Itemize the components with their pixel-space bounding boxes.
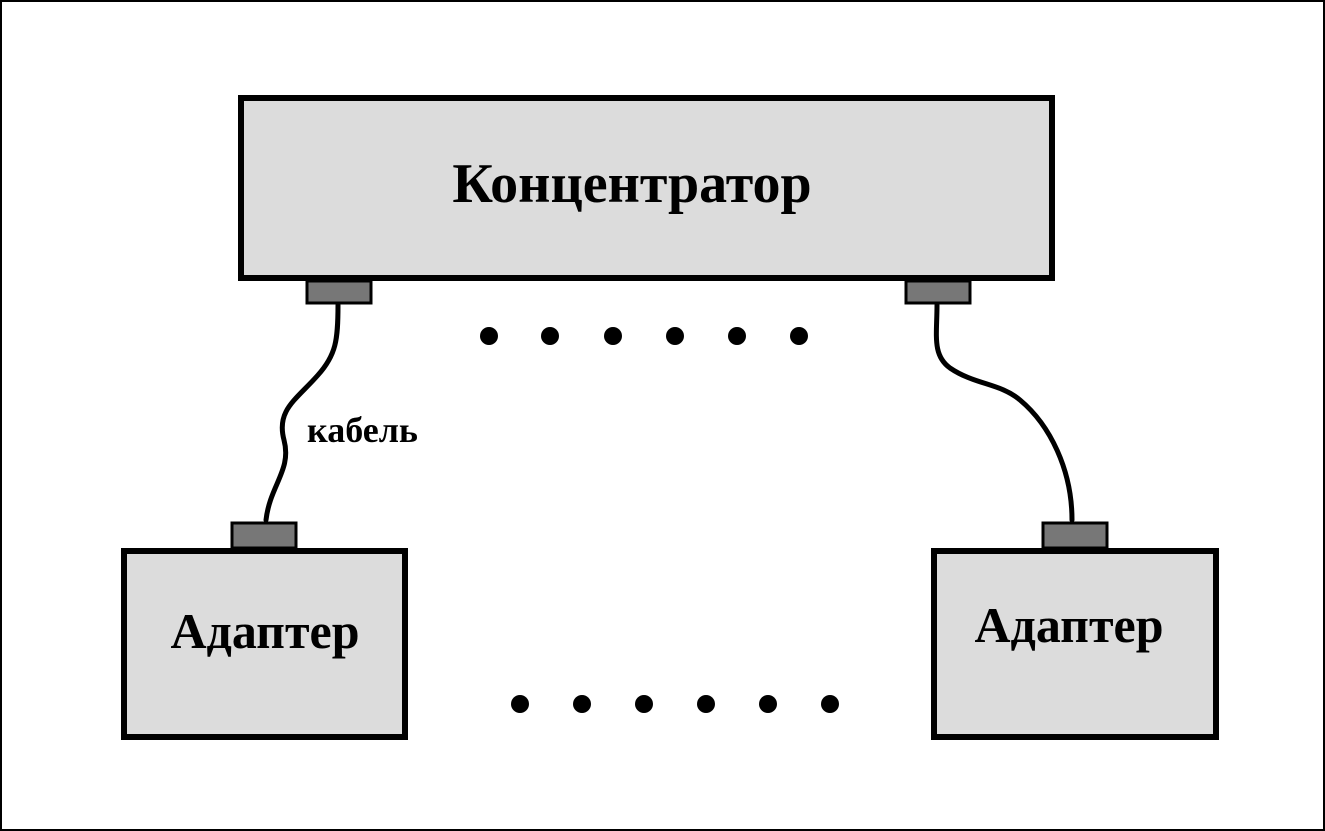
adapter-label-right: Адаптер bbox=[974, 597, 1163, 653]
ellipsis-dot bbox=[480, 327, 498, 345]
ellipsis-dot bbox=[666, 327, 684, 345]
hub-box bbox=[238, 95, 1055, 281]
adapter-port-right bbox=[1041, 521, 1109, 550]
cable-right bbox=[933, 302, 1075, 523]
ellipsis-dot bbox=[573, 695, 591, 713]
adapter-box-right bbox=[931, 548, 1219, 740]
adapter-box-left bbox=[121, 548, 408, 740]
ellipsis-dot bbox=[604, 327, 622, 345]
ellipsis-dot bbox=[635, 695, 653, 713]
adapter-node-right: Адаптер bbox=[931, 521, 1219, 740]
hub-port-left bbox=[305, 279, 373, 305]
cable-label: кабель bbox=[307, 410, 418, 450]
adapter-port-left bbox=[230, 521, 298, 550]
hub-ports-ellipsis bbox=[480, 327, 808, 345]
ellipsis-dot bbox=[511, 695, 529, 713]
ellipsis-dot bbox=[790, 327, 808, 345]
hub-port-right bbox=[904, 279, 972, 305]
hub-label: Концентратор bbox=[452, 153, 811, 215]
adapters-ellipsis bbox=[511, 695, 839, 713]
ellipsis-dot bbox=[821, 695, 839, 713]
adapter-node-left: Адаптер bbox=[121, 521, 408, 740]
adapter-label-left: Адаптер bbox=[170, 603, 359, 659]
ellipsis-dot bbox=[697, 695, 715, 713]
ellipsis-dot bbox=[728, 327, 746, 345]
ellipsis-dot bbox=[541, 327, 559, 345]
ellipsis-dot bbox=[759, 695, 777, 713]
cable-left bbox=[263, 302, 341, 523]
hub-node: Концентратор bbox=[238, 95, 1055, 305]
